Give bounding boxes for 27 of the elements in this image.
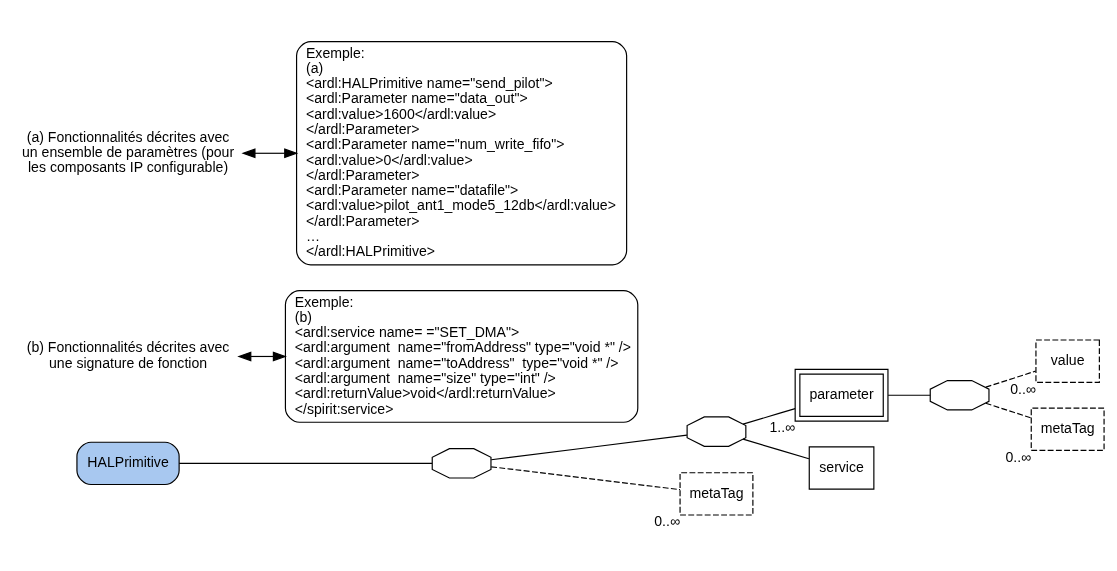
- connector: [985, 370, 1037, 388]
- arrow: [237, 351, 287, 361]
- node-box: Exemple: (b) <ardl:service name= ="SET_DMA"> <ardl:argument name="fromAddress" type="void *" /> <ardl:argument name="toAddress" type="void *" /> <ardl:argument name="size" type="int" /> <ardl:returnValue>void</ardl:returnValue> </spirit:service>: [284, 289, 639, 423]
- node-text: (a) Fonctionnalités décrites avec un ensemble de paramètres (pour les composants IP configurable): [22, 128, 235, 175]
- connector: [742, 407, 796, 425]
- connector: [490, 465, 681, 490]
- node-label: 0..∞: [654, 512, 680, 529]
- node-label: 1..∞: [769, 418, 796, 435]
- node-octagon: [929, 379, 990, 410]
- node-box: metaTag: [1030, 407, 1105, 451]
- node-octagon: [431, 447, 492, 479]
- node-text: (b) Fonctionnalités décrites avec une signature de fonction: [26, 338, 230, 371]
- connector: [490, 434, 688, 460]
- node-label: 0..∞: [1010, 380, 1036, 397]
- node-box: HALPrimitive: [76, 441, 180, 485]
- connector: [985, 402, 1032, 418]
- node-box: value: [1035, 338, 1100, 383]
- connector: [742, 438, 810, 459]
- node-box: metaTag: [679, 471, 754, 516]
- node-label: 0..∞: [1005, 448, 1032, 465]
- arrow: [241, 147, 299, 158]
- connector: [178, 462, 433, 464]
- node-box: service: [808, 445, 875, 490]
- node-box: parameter: [794, 368, 889, 422]
- connector: [887, 394, 931, 396]
- node-box: Exemple: (a) <ardl:HALPrimitive name="send_pilot"> <ardl:Parameter name="data_out"> <ardl:value>1600</ardl:value> </ardl:Parameter> <ardl:Parameter name="num_write_fifo"> <ardl:value>0</ardl:value> </ardl:Parameter> <ardl:Parameter name="datafile"> <ardl:value>pilot_ant1_mode5_12db</ardl:value> </ardl:Parameter> … </ardl:HALPrimitive>: [296, 40, 628, 265]
- node-octagon: [686, 415, 747, 447]
